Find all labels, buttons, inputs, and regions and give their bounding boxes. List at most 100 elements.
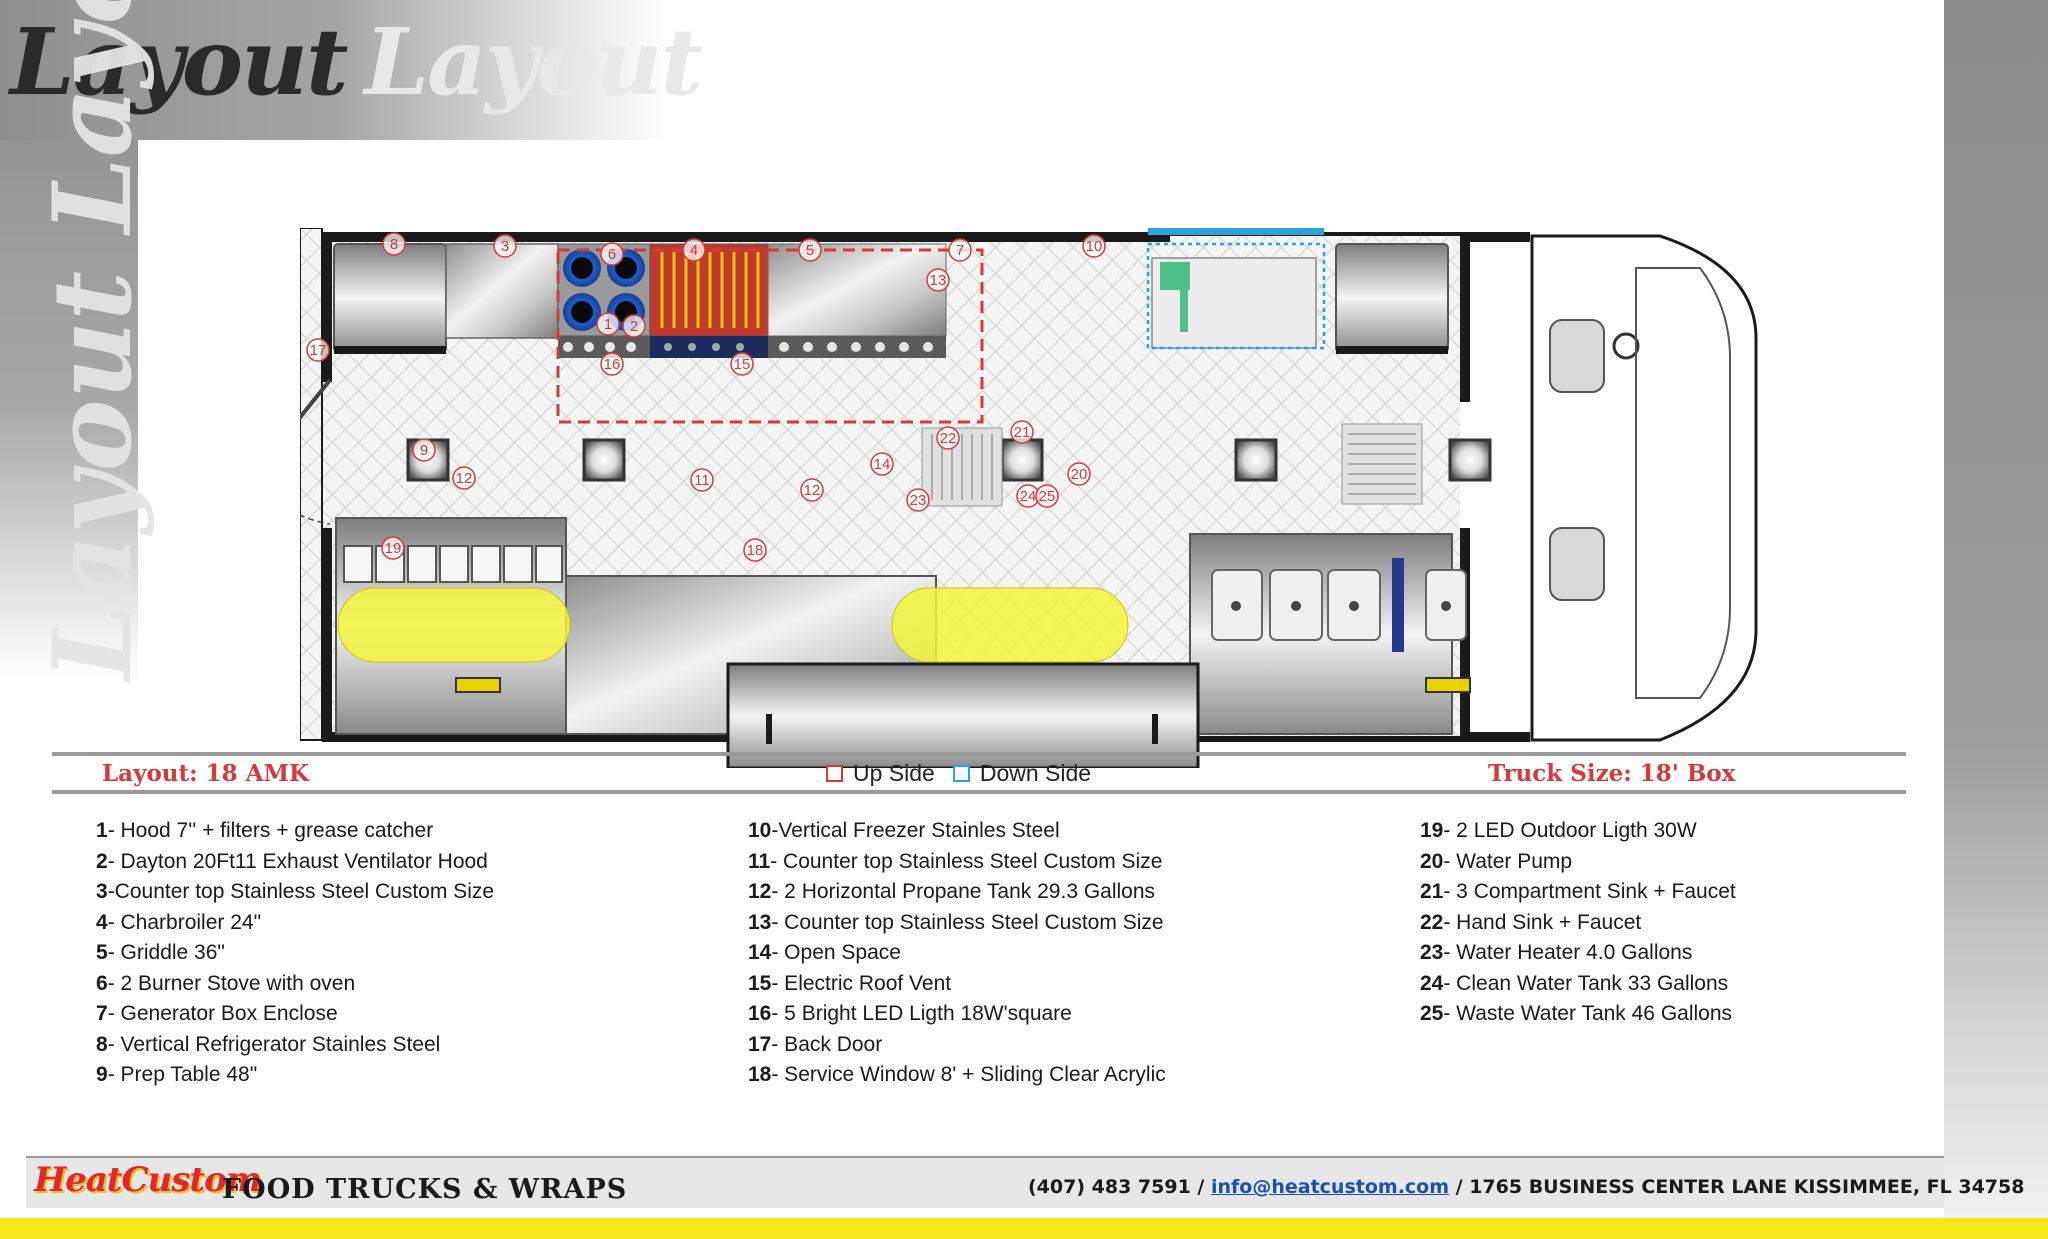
back-door (300, 378, 332, 421)
item-text: - Waste Water Tank 46 Gallons (1443, 1002, 1733, 1025)
item-text: - Charbroiler 24" (107, 910, 262, 934)
equipment-item: 4- Charbroiler 24" (96, 908, 494, 939)
item-text: - Hand Sink + Faucet (1443, 910, 1642, 934)
plan-marker-label: 14 (874, 456, 891, 473)
item-number: 3 (96, 880, 108, 903)
separator: / (1449, 1176, 1470, 1198)
equipment-item: 19- 2 LED Outdoor Ligth 30W (1420, 816, 1736, 847)
refrigerator (333, 243, 447, 353)
equipment-item: 5- Griddle 36" (96, 938, 494, 969)
plan-marker-label: 5 (806, 242, 814, 259)
footer-yellow-bar (0, 1218, 2048, 1239)
plan-marker-circle (381, 536, 405, 560)
equipment-item: 15- Electric Roof Vent (748, 969, 1166, 1000)
equipment-item: 16- 5 Bright LED Ligth 18W'square (748, 999, 1166, 1030)
email-link[interactable]: info@heatcustom.com (1210, 1176, 1450, 1198)
item-number: 13 (748, 910, 772, 934)
plan-marker-circle (690, 468, 714, 492)
strip-top-rule (52, 752, 1906, 756)
item-text: -Counter top Stainless Steel Custom Size (107, 880, 495, 903)
cab-wall-upper (1460, 232, 1470, 402)
plan-marker-circle (452, 466, 476, 490)
plan-marker-label: 9 (420, 442, 428, 459)
item-number: 1 (96, 819, 108, 842)
rear-step (300, 228, 323, 741)
plan-marker-label: 22 (940, 430, 957, 447)
plan-marker-circle (743, 538, 767, 562)
plan-marker-circle (800, 478, 824, 502)
equipment-item: 6- 2 Burner Stove with oven (96, 969, 494, 1000)
counter-3 (445, 243, 559, 339)
item-number: 21 (1420, 880, 1444, 903)
item-text: - Vertical Refrigerator Stainles Steel (107, 1032, 441, 1056)
item-number: 17 (748, 1032, 772, 1056)
plan-marker-circle (682, 238, 706, 262)
service-window (726, 662, 1200, 768)
item-text: - Service Window 8' + Sliding Clear Acry… (771, 1063, 1166, 1086)
outdoor-light-2 (1425, 677, 1471, 693)
plan-marker-circle (1035, 484, 1059, 508)
plan-marker-label: 10 (1086, 238, 1103, 255)
item-text: - Prep Table 48" (107, 1063, 258, 1086)
item-text: - Counter top Stainless Steel Custom Siz… (770, 849, 1163, 873)
plan-marker-circle (1010, 420, 1034, 444)
rear-wall-upper (322, 232, 332, 382)
item-number: 7 (96, 1002, 108, 1025)
contact-line: (407) 483 7591 / info@heatcustom.com / 1… (1028, 1176, 2024, 1198)
item-text: - 3 Compartment Sink + Faucet (1443, 880, 1736, 903)
equipment-item: 11- Counter top Stainless Steel Custom S… (748, 847, 1166, 878)
plan-marker-label: 6 (608, 246, 616, 263)
plan-marker-circle (870, 452, 894, 476)
equipment-item: 24- Clean Water Tank 33 Gallons (1420, 969, 1736, 1000)
freezer (1335, 243, 1449, 353)
right-gray-band (1944, 0, 2048, 1239)
hood-outline (556, 248, 984, 424)
equipment-item: 12- 2 Horizontal Propane Tank 29.3 Gallo… (748, 877, 1166, 908)
item-number: 9 (96, 1063, 108, 1086)
plan-marker-label: 1 (604, 316, 612, 333)
propane-tank-1 (337, 587, 571, 663)
plan-marker-label: 12 (804, 482, 821, 499)
plan-marker-circle (926, 268, 950, 292)
equipment-item: 23- Water Heater 4.0 Gallons (1420, 938, 1736, 969)
item-text: - 2 Burner Stove with oven (107, 971, 356, 995)
equipment-item: 8- Vertical Refrigerator Stainles Steel (96, 1030, 494, 1061)
top-wall (322, 232, 1174, 242)
item-number: 8 (96, 1032, 108, 1056)
plan-marker-label: 8 (390, 236, 398, 253)
plan-marker-circle (798, 238, 822, 262)
website-vertical: www.heatcustom.com (2040, 0, 2048, 1060)
equipment-item: 18- Service Window 8' + Sliding Clear Ac… (748, 1060, 1166, 1091)
item-number: 11 (748, 849, 771, 873)
up-side-swatch (826, 765, 843, 782)
rear-wall-lower (322, 528, 332, 742)
plan-marker-circle (936, 426, 960, 450)
down-side-label: Down Side (979, 760, 1092, 786)
equipment-item: 3-Counter top Stainless Steel Custom Siz… (96, 877, 494, 908)
item-number: 4 (96, 910, 108, 934)
plan-marker-label: 20 (1071, 466, 1088, 483)
item-text: - Open Space (771, 941, 901, 964)
outdoor-light-1 (455, 677, 501, 693)
item-text: - 2 Horizontal Propane Tank 29.3 Gallons (771, 880, 1156, 903)
up-side-label: Up Side (853, 760, 935, 786)
plan-marker-label: 11 (694, 472, 710, 489)
plan-marker-label: 4 (690, 242, 698, 259)
plan-marker-label: 16 (604, 356, 621, 373)
item-number: 24 (1420, 971, 1444, 995)
item-text: - Clean Water Tank 33 Gallons (1443, 971, 1729, 995)
plan-marker-label: 25 (1039, 488, 1056, 505)
item-number: 16 (748, 1002, 772, 1025)
plan-marker-circle (948, 238, 972, 262)
vertical-title: Layout Layout (30, 0, 156, 680)
plan-marker-circle (600, 242, 624, 266)
down-side-swatch (952, 765, 970, 782)
plan-marker-label: 13 (930, 272, 947, 289)
equipment-item: 9- Prep Table 48" (96, 1060, 494, 1091)
item-text: - Electric Roof Vent (771, 971, 952, 995)
item-text: - Hood 7'' + filters + grease catcher (107, 819, 434, 842)
plan-marker-circle (1067, 462, 1091, 486)
